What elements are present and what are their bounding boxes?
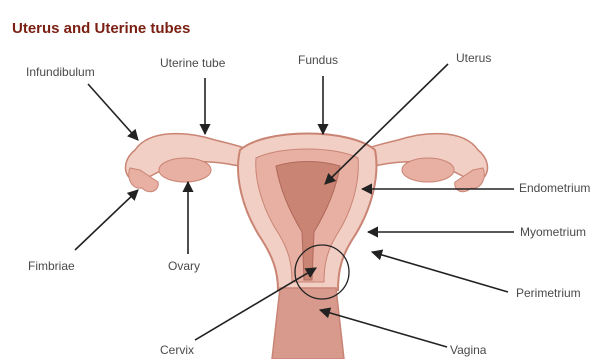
label-fundus: Fundus <box>298 53 338 67</box>
label-perimetrium: Perimetrium <box>516 286 581 300</box>
infundibulum-leader <box>88 84 138 140</box>
label-fimbriae: Fimbriae <box>28 259 75 273</box>
label-ovary: Ovary <box>168 259 200 273</box>
label-infundibulum: Infundibulum <box>26 65 95 79</box>
label-uterus: Uterus <box>456 51 491 65</box>
right-ovary <box>402 158 454 182</box>
label-vagina: Vagina <box>450 343 487 357</box>
fimbriae-leader <box>75 190 138 250</box>
vagina <box>272 288 344 359</box>
label-uterine-tube: Uterine tube <box>160 56 226 70</box>
label-endometrium: Endometrium <box>519 181 590 195</box>
left-ovary <box>159 158 211 182</box>
label-cervix: Cervix <box>160 343 194 357</box>
perimetrium-leader <box>372 252 508 292</box>
label-myometrium: Myometrium <box>520 225 586 239</box>
